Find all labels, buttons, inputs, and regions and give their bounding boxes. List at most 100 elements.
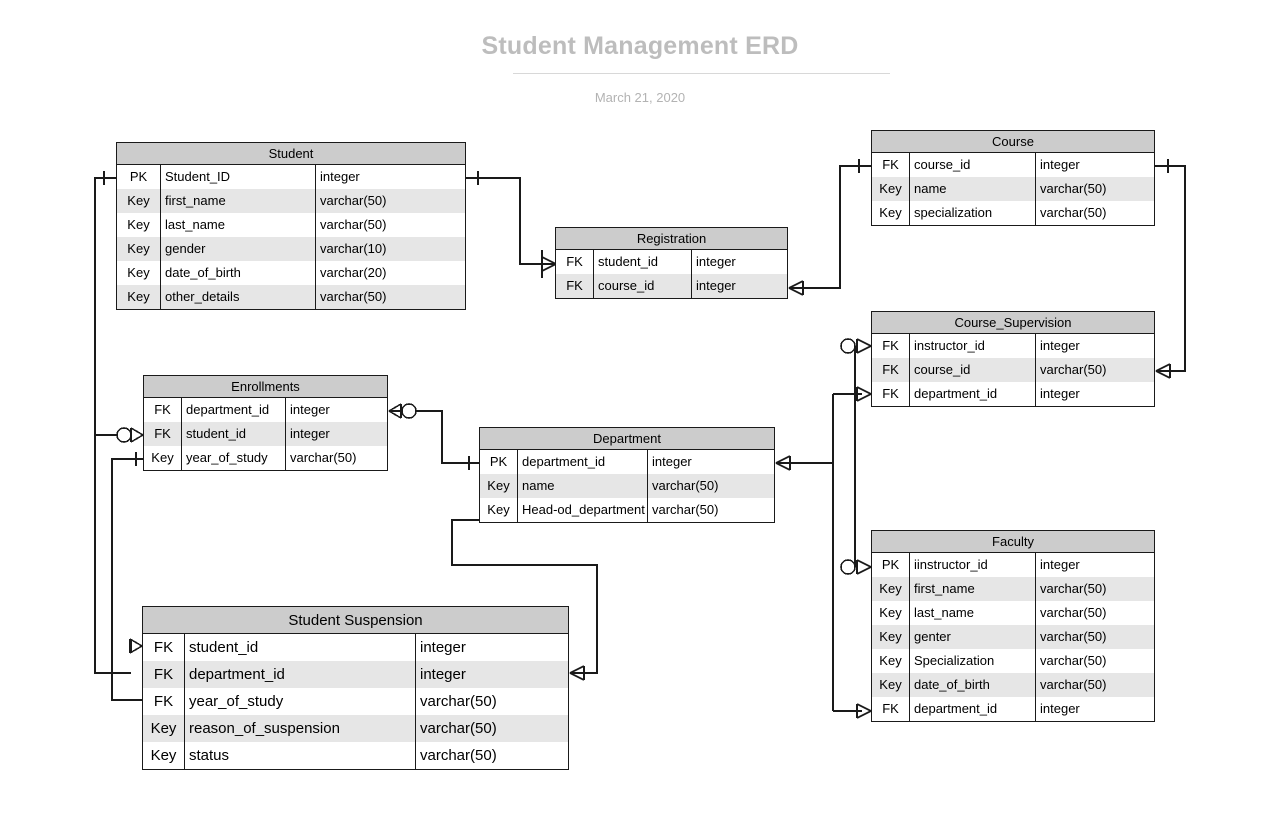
- row-field-type: varchar(50): [1040, 605, 1107, 620]
- row-key-type: FK: [144, 398, 182, 422]
- row-field-name: department_id: [910, 382, 1036, 406]
- row-key-type: Key: [480, 474, 518, 498]
- row-field-name: reason_of_suspension: [185, 715, 416, 742]
- row-field-name: first_name: [161, 189, 316, 213]
- row-field-type: varchar(50): [1040, 653, 1107, 668]
- row-key-type: FK: [143, 634, 185, 661]
- entity-title-faculty: Faculty: [872, 531, 1154, 553]
- row-field-name: Head-od_department: [518, 498, 648, 522]
- row-field-type: integer: [652, 454, 692, 469]
- row-key-type: FK: [872, 358, 910, 382]
- row-field-type: varchar(50): [420, 720, 497, 737]
- row-field-name: iinstructor_id: [910, 553, 1036, 577]
- row-key-type: Key: [480, 498, 518, 522]
- row-field-type: integer: [320, 169, 360, 184]
- row-field-type: integer: [290, 402, 330, 417]
- row-field-type: integer: [420, 639, 466, 656]
- row-field-name: department_id: [910, 697, 1036, 721]
- title-divider: [513, 73, 890, 74]
- row-field-name: department_id: [182, 398, 286, 422]
- row-field-type: varchar(50): [1040, 581, 1107, 596]
- row-field-type: varchar(50): [320, 193, 387, 208]
- row-field-type: varchar(50): [420, 747, 497, 764]
- page-title: Student Management ERD: [481, 32, 799, 60]
- row-field-name: genter: [910, 625, 1036, 649]
- row-field-type: varchar(50): [652, 478, 719, 493]
- row-field-name: name: [518, 474, 648, 498]
- row-field-type: varchar(50): [1040, 181, 1107, 196]
- row-key-type: Key: [144, 446, 182, 470]
- row-field-name: instructor_id: [910, 334, 1036, 358]
- row-key-type: Key: [117, 237, 161, 261]
- row-field-type: varchar(50): [1040, 677, 1107, 692]
- row-field-name: date_of_birth: [161, 261, 316, 285]
- row-key-type: Key: [872, 673, 910, 697]
- row-field-name: course_id: [910, 153, 1036, 177]
- row-field-type: varchar(50): [1040, 362, 1107, 377]
- row-key-type: Key: [872, 625, 910, 649]
- row-field-type: integer: [1040, 557, 1080, 572]
- row-field-name: Specialization: [910, 649, 1036, 673]
- row-key-type: FK: [556, 274, 594, 298]
- row-field-name: year_of_study: [182, 446, 286, 470]
- row-field-type: varchar(50): [1040, 629, 1107, 644]
- row-field-name: first_name: [910, 577, 1036, 601]
- row-field-name: last_name: [910, 601, 1036, 625]
- row-key-type: Key: [872, 177, 910, 201]
- row-field-name: department_id: [185, 661, 416, 688]
- row-key-type: Key: [872, 601, 910, 625]
- row-key-type: FK: [872, 334, 910, 358]
- row-key-type: PK: [480, 450, 518, 474]
- row-field-type: integer: [696, 254, 736, 269]
- entity-title-department: Department: [480, 428, 774, 450]
- row-field-name: specialization: [910, 201, 1036, 225]
- row-key-type: FK: [872, 697, 910, 721]
- row-field-name: Student_ID: [161, 165, 316, 189]
